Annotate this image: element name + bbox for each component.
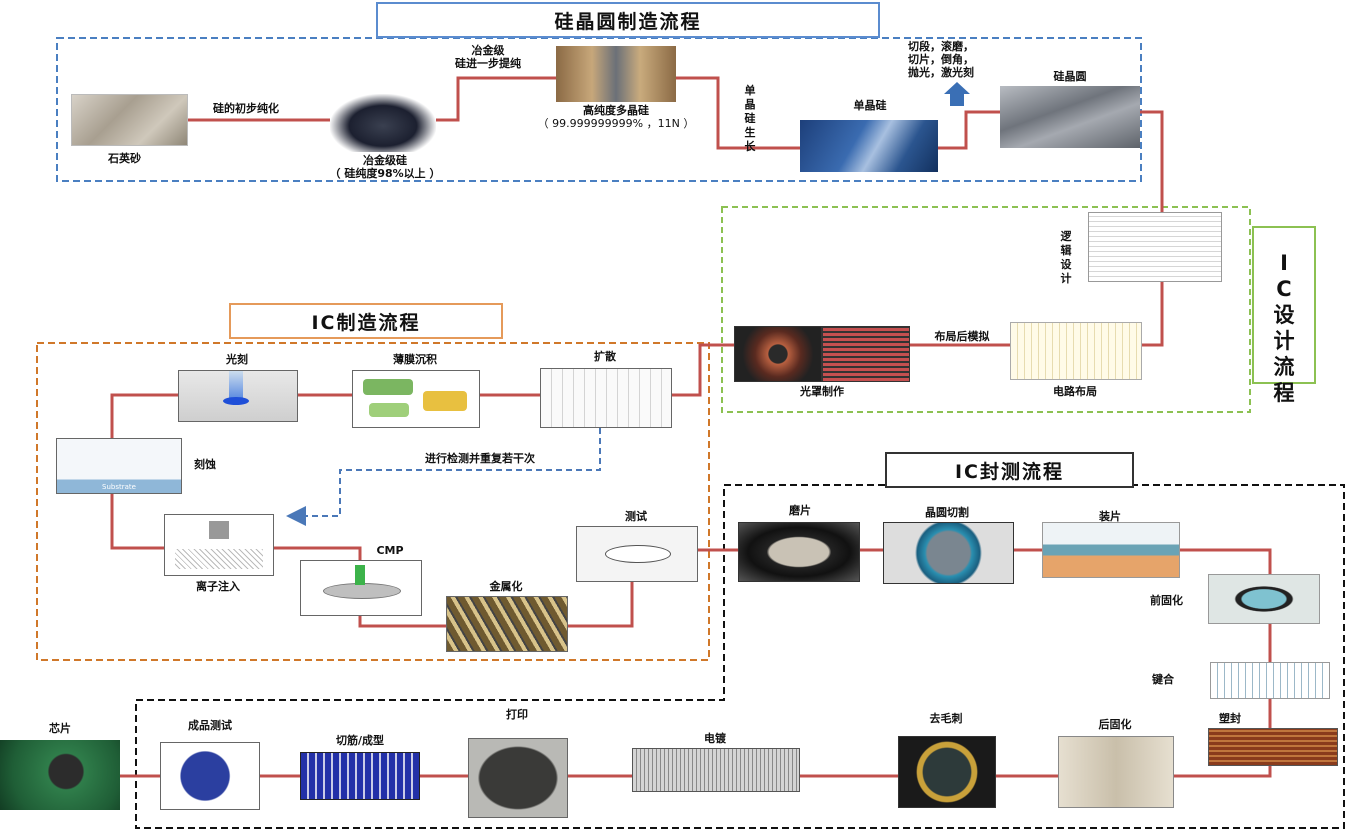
test-ellipse bbox=[605, 545, 671, 563]
mount-label: 装片 bbox=[1099, 510, 1121, 523]
wafer-title-text: 硅晶圆制造流程 bbox=[554, 10, 702, 33]
mold-label: 塑封 bbox=[1219, 712, 1241, 725]
mono-si-label: 单晶硅 bbox=[853, 99, 887, 112]
cmp-image bbox=[300, 560, 422, 616]
logic-design-label: 逻辑设计 bbox=[1060, 230, 1072, 285]
litho-beam bbox=[229, 371, 243, 399]
implant-source bbox=[209, 521, 229, 539]
design-section-title: IC设计流程 bbox=[1252, 226, 1316, 405]
thinfilm-block-3 bbox=[369, 403, 409, 417]
wafer-label: 硅晶圆 bbox=[1053, 70, 1087, 83]
quartz-label: 石英砂 bbox=[108, 152, 141, 165]
mg-si-purity-label: （ 硅纯度98%以上 ） bbox=[329, 167, 441, 180]
step2-label-line2: 硅进一步提纯 bbox=[455, 57, 521, 70]
mask-label: 光罩制作 bbox=[800, 385, 844, 398]
trim-form-image bbox=[300, 752, 420, 800]
photomask-image-2 bbox=[822, 326, 910, 382]
quartz-sand-image bbox=[71, 94, 188, 146]
wire-bond-image bbox=[1210, 662, 1330, 699]
process-label-line2: 切片，倒角， bbox=[908, 53, 974, 66]
fab-test-image bbox=[576, 526, 698, 582]
poly-si-purity-label: （ 99.999999999% ，11N ） bbox=[537, 117, 695, 130]
silicon-wafer-image bbox=[1000, 86, 1140, 148]
design-title-text: IC设计流程 bbox=[1273, 251, 1295, 405]
photomask-image-1 bbox=[734, 326, 822, 382]
package-section-frame bbox=[135, 484, 1345, 829]
wafer-section-title: 硅晶圆制造流程 bbox=[376, 2, 880, 38]
mono-silicon-image bbox=[800, 120, 938, 172]
post-sim-label: 布局后模拟 bbox=[934, 330, 990, 343]
wafer-section-frame bbox=[56, 37, 1142, 182]
chip-label: 芯片 bbox=[49, 722, 71, 735]
implant-label: 离子注入 bbox=[196, 580, 240, 593]
thinfilm-image bbox=[352, 370, 480, 428]
repeat-arrow bbox=[286, 428, 601, 526]
mg-si-label: 冶金级硅 bbox=[363, 154, 407, 167]
deflash-image bbox=[898, 736, 996, 808]
etch-label: 刻蚀 bbox=[194, 458, 216, 471]
metallization-image bbox=[446, 596, 568, 652]
grind-label: 磨片 bbox=[789, 504, 811, 517]
metal-label: 金属化 bbox=[489, 580, 523, 593]
postcure-image bbox=[1058, 736, 1174, 808]
substrate-text: Substrate bbox=[102, 483, 136, 491]
plating-label: 电镀 bbox=[704, 732, 726, 745]
diffusion-image bbox=[540, 368, 672, 428]
design-section-frame bbox=[721, 206, 1251, 413]
circuit-layout-image bbox=[1010, 322, 1142, 380]
process-label-line3: 抛光，激光刻 bbox=[908, 66, 974, 79]
dicing-image bbox=[883, 522, 1014, 584]
process-label-line1: 切段，滚磨， bbox=[908, 40, 974, 53]
marking-image bbox=[468, 738, 568, 818]
fab-section-title: IC制造流程 bbox=[229, 303, 503, 339]
fab-section-frame bbox=[36, 342, 710, 661]
cmp-label: CMP bbox=[376, 544, 404, 557]
poly-si-label: 高纯度多晶硅 bbox=[583, 104, 649, 117]
grinding-image bbox=[738, 522, 860, 582]
cmp-pad bbox=[323, 583, 401, 599]
final-test-label: 成品测试 bbox=[188, 719, 232, 732]
cmp-arm bbox=[355, 565, 365, 585]
repeat-label: 进行检测并重复若干次 bbox=[425, 452, 535, 465]
dicing-label: 晶圆切割 bbox=[925, 506, 969, 519]
etch-image: Substrate bbox=[56, 438, 182, 494]
marking-label: 打印 bbox=[506, 708, 528, 721]
thinfilm-block-1 bbox=[363, 379, 413, 395]
implant-wafer bbox=[175, 549, 263, 569]
growth-label: 单晶硅生长 bbox=[744, 84, 756, 153]
plating-image bbox=[632, 748, 800, 792]
fab-test-label: 测试 bbox=[625, 510, 647, 523]
final-test-image bbox=[160, 742, 260, 810]
up-arrow-icon bbox=[944, 82, 970, 106]
molding-image bbox=[1208, 728, 1338, 766]
trimform-label: 切筋/成型 bbox=[335, 734, 385, 747]
die-attach-image bbox=[1042, 522, 1180, 578]
package-section-title: IC封测流程 bbox=[885, 452, 1134, 488]
litho-spot bbox=[223, 397, 249, 405]
logic-design-image bbox=[1088, 212, 1222, 282]
step2-label-line1: 冶金级 bbox=[471, 44, 505, 57]
bond-label: 键合 bbox=[1152, 673, 1174, 686]
fab-title-text: IC制造流程 bbox=[311, 311, 421, 334]
thinfilm-block-2 bbox=[423, 391, 467, 411]
step1-label: 硅的初步纯化 bbox=[213, 102, 279, 115]
metallurgical-silicon-image bbox=[330, 94, 436, 152]
diffusion-label: 扩散 bbox=[594, 350, 616, 363]
thinfilm-label: 薄膜沉积 bbox=[393, 353, 437, 366]
ion-implant-image bbox=[164, 514, 274, 576]
polysilicon-image bbox=[556, 46, 676, 102]
postcure-label: 后固化 bbox=[1098, 718, 1132, 731]
litho-label: 光刻 bbox=[226, 353, 248, 366]
deflash-label: 去毛刺 bbox=[929, 712, 963, 725]
chip-image bbox=[0, 740, 120, 810]
precure-image bbox=[1208, 574, 1320, 624]
lithography-image bbox=[178, 370, 298, 422]
layout-label: 电路布局 bbox=[1053, 385, 1097, 398]
package-title-text: IC封测流程 bbox=[954, 460, 1064, 483]
precure-label: 前固化 bbox=[1150, 594, 1183, 607]
